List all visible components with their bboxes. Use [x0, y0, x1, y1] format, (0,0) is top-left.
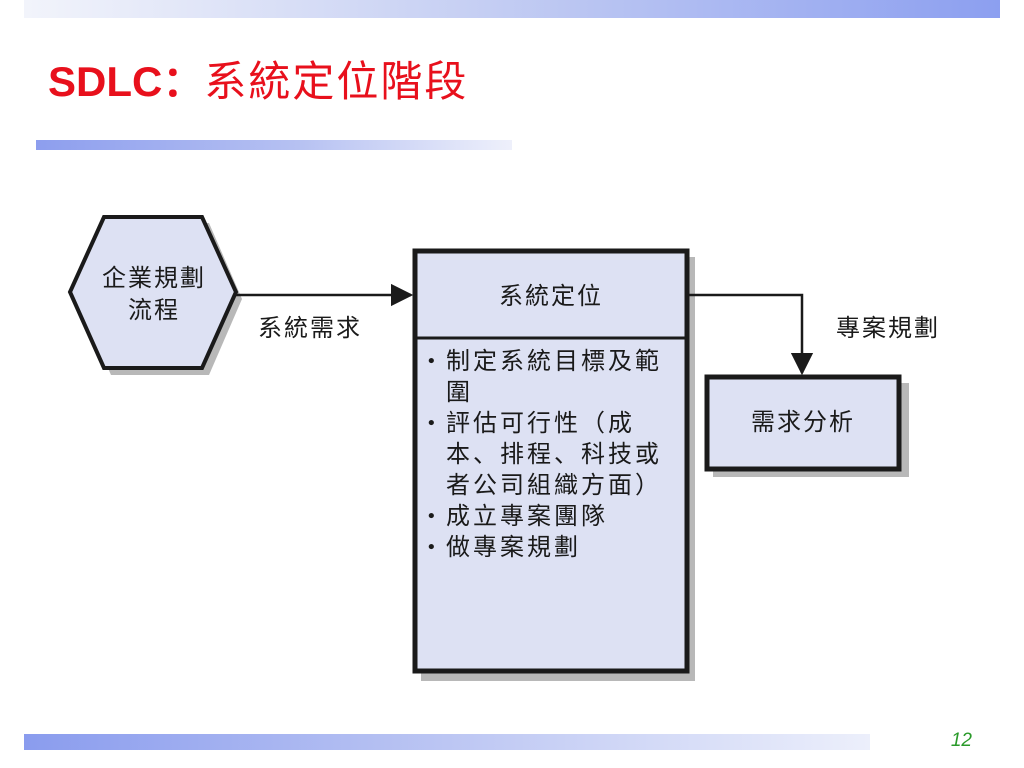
bullet-item: 做專案規劃: [424, 532, 678, 563]
top-decor-bar: [24, 0, 1000, 18]
title-underline: [36, 140, 512, 150]
business-planning-hexagon: [67, 215, 239, 370]
bullet-item: 評估可行性（成本、排程、科技或者公司組織方面）: [424, 408, 678, 501]
system-positioning-bullets: 制定系統目標及範圍 評估可行性（成本、排程、科技或者公司組織方面） 成立專案團隊…: [424, 346, 678, 563]
output-arrow: [687, 293, 814, 376]
main-box-title: 系統定位: [499, 282, 603, 310]
target-box-label: 需求分析: [751, 408, 855, 436]
page-number: 12: [950, 730, 972, 751]
title-separator: ：: [162, 58, 205, 105]
title-latin: SDLC: [48, 58, 163, 105]
input-edge-label: 系統需求: [258, 314, 362, 342]
requirements-analysis-box: [704, 374, 902, 472]
bullet-item: 制定系統目標及範圍: [424, 346, 678, 408]
title-cjk: 系統定位階段: [204, 57, 469, 106]
output-edge-label: 專案規劃: [836, 314, 940, 342]
bottom-decor-bar: [24, 734, 870, 750]
bullet-item: 成立專案團隊: [424, 501, 678, 532]
slide-title: SDLC：系統定位階段: [48, 52, 468, 112]
hexagon-label: 企業規劃 流程: [102, 264, 206, 324]
